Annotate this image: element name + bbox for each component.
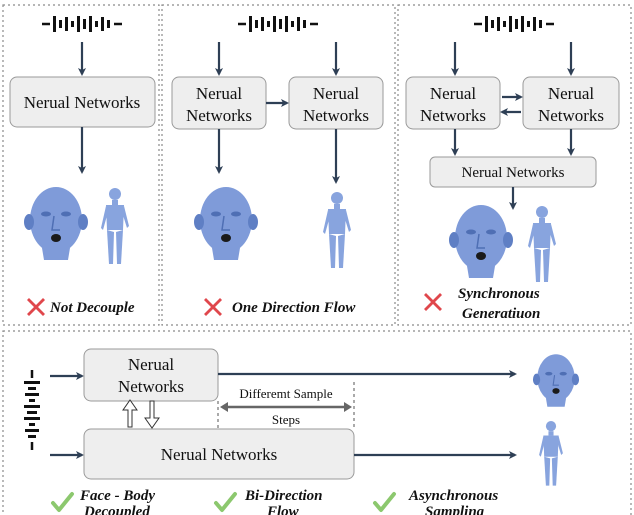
network-label: Networks xyxy=(118,377,184,396)
gap-label: Differemt Sample xyxy=(239,386,332,401)
caption: Generatiuon xyxy=(462,306,540,322)
panel-frame xyxy=(2,330,632,515)
feature-label: Decoupled xyxy=(83,504,150,515)
panel-frame xyxy=(161,4,396,326)
network-label: Nerual xyxy=(313,84,360,103)
network-label: Nerual xyxy=(430,84,477,103)
cross-icon xyxy=(204,298,222,316)
audio-waveform-icon xyxy=(236,14,320,34)
cross-icon xyxy=(424,293,442,311)
gap-label: Steps xyxy=(272,412,300,427)
body-avatar-icon xyxy=(539,421,563,486)
caption: Synchronous xyxy=(458,286,540,302)
face-avatar-icon xyxy=(448,204,514,279)
network-label: Networks xyxy=(303,106,369,125)
feature-label: Asynchronous xyxy=(408,488,498,504)
audio-waveform-icon xyxy=(472,14,556,34)
audio-waveform-icon xyxy=(22,368,42,452)
face-avatar-icon xyxy=(193,186,259,261)
body-avatar-icon xyxy=(323,192,351,268)
face-avatar-icon xyxy=(23,186,89,261)
panel-frame xyxy=(397,4,632,326)
panel-proposed: Nerual Networks Nerual Networks Differem… xyxy=(2,330,632,515)
network-label: Nerual Networks xyxy=(24,93,141,112)
check-icon xyxy=(373,492,396,512)
network-label: Nerual Networks xyxy=(462,165,565,181)
network-label: Nerual Networks xyxy=(161,445,278,464)
network-label: Nerual xyxy=(548,84,595,103)
feature-label: Sampling xyxy=(425,504,485,515)
gap-arrowhead xyxy=(344,402,352,412)
feature-label: Bi-Direction xyxy=(244,488,323,504)
panel-one-direction: Nerual Networks Nerual Networks One Dire… xyxy=(161,4,396,326)
check-icon xyxy=(51,492,74,512)
body-avatar-icon xyxy=(101,188,129,264)
panel-synchronous: Nerual Networks Nerual Networks Nerual N… xyxy=(397,4,632,326)
body-avatar-icon xyxy=(528,206,556,282)
network-box-a xyxy=(405,76,501,130)
hollow-up-arrow-icon xyxy=(122,399,138,428)
check-icon xyxy=(214,492,237,512)
hollow-down-arrow-icon xyxy=(144,400,160,429)
caption: One Direction Flow xyxy=(232,300,356,316)
caption: Not Decouple xyxy=(49,300,135,316)
panel-not-decouple: Nerual Networks Not Decouple xyxy=(2,4,160,326)
face-avatar-icon xyxy=(532,353,580,408)
network-label: Networks xyxy=(186,106,252,125)
audio-waveform-icon xyxy=(40,14,124,34)
network-label: Nerual xyxy=(196,84,243,103)
cross-icon xyxy=(27,298,45,316)
feature-label: Face - Body xyxy=(79,488,155,504)
gap-arrowhead xyxy=(220,402,228,412)
feature-label: Flow xyxy=(266,504,300,515)
panel-frame xyxy=(2,4,160,326)
network-label: Nerual xyxy=(128,355,175,374)
network-label: Networks xyxy=(420,106,486,125)
network-label: Networks xyxy=(538,106,604,125)
